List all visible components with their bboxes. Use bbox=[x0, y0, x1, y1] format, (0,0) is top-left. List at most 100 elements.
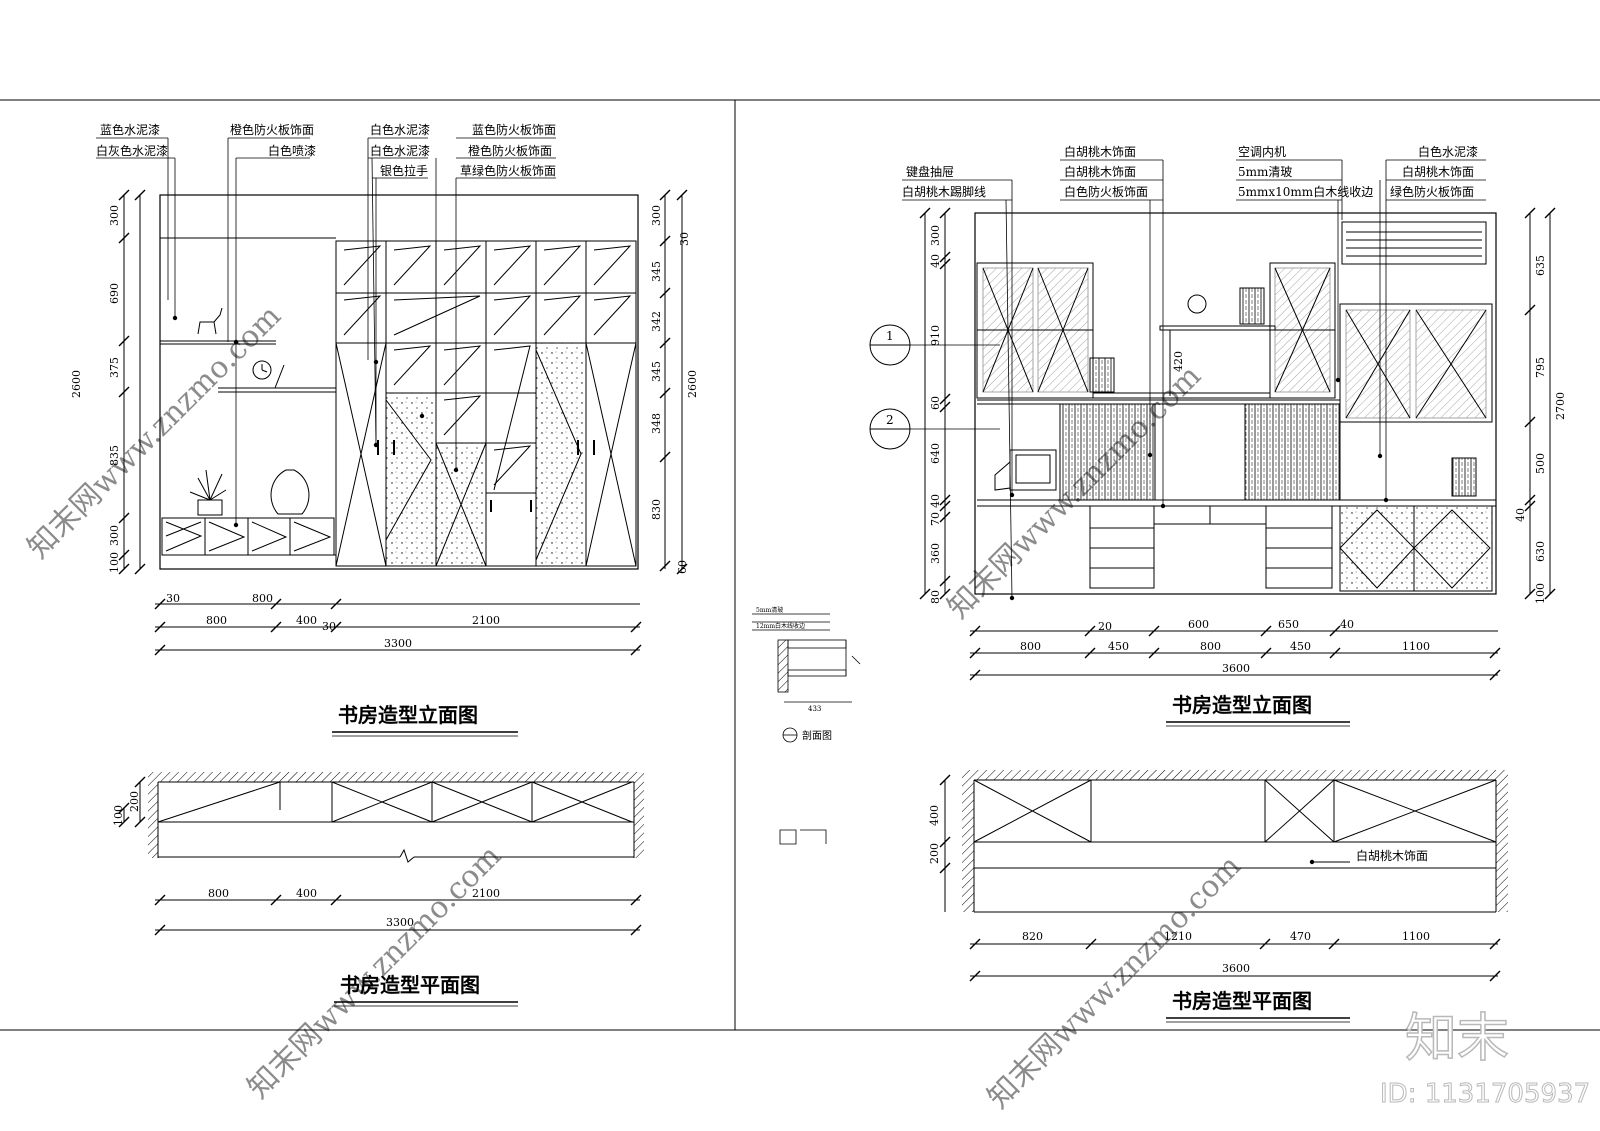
section-markers bbox=[869, 324, 911, 450]
dim-text: 795 bbox=[1534, 357, 1547, 378]
label-walnut-skirting: 白胡桃木踢脚线 bbox=[902, 184, 986, 199]
dim-text: 60 bbox=[676, 560, 689, 574]
label-white-wood-edging: 5mmx10mm白木线收边 bbox=[1238, 184, 1373, 199]
left-leaders bbox=[96, 137, 556, 525]
section-detail bbox=[752, 613, 861, 845]
watermark-id: ID: 1131705937 bbox=[1380, 1079, 1590, 1109]
right-elevation bbox=[924, 212, 1551, 676]
dim-text: 345 bbox=[650, 361, 663, 382]
left-plan-title: 书房造型平面图 bbox=[334, 973, 518, 1007]
dim-text: 420 bbox=[1172, 351, 1185, 372]
title-right-plan: 书房造型平面图 bbox=[1172, 989, 1312, 1013]
label-walnut-veneer-3: 白胡桃木饰面 bbox=[1402, 164, 1474, 179]
label-grass-green-fireboard: 草绿色防火板饰面 bbox=[460, 163, 556, 178]
dim-text: 40 bbox=[929, 494, 942, 508]
label-orange-fireboard-2: 橙色防火板饰面 bbox=[468, 143, 552, 158]
section-caption: 剖面图 bbox=[802, 729, 832, 742]
watermark-site: 知末网www.znzmo.com bbox=[981, 849, 1248, 1116]
dim-text: 3600 bbox=[1222, 662, 1250, 675]
dim-text: 200 bbox=[928, 843, 941, 864]
dim-text: 1100 bbox=[1402, 930, 1430, 943]
dim-text: 800 bbox=[208, 887, 229, 900]
title-left-elevation: 书房造型立面图 bbox=[338, 703, 478, 727]
left-elevation bbox=[123, 194, 683, 651]
dim-text: 630 bbox=[1534, 541, 1547, 562]
dim-text: 300 bbox=[108, 205, 121, 226]
title-right-elevation: 书房造型立面图 bbox=[1172, 693, 1312, 717]
label-white-cement-paint: 白色水泥漆 bbox=[370, 122, 430, 137]
right-vertical-dims: 300 40 910 60 640 40 70 360 80 420 635 7… bbox=[929, 225, 1567, 604]
right-plan-ticks bbox=[939, 774, 1501, 982]
dim-text: 300 bbox=[929, 225, 942, 246]
dim-text: 30 bbox=[678, 232, 691, 246]
section-texts: 5mm清玻 12mm白木线收边 433 剖面图 bbox=[756, 606, 832, 742]
right-top-labels: 键盘抽屉 白胡桃木踢脚线 白胡桃木饰面 白胡桃木饰面 白色防火板饰面 空调内机 … bbox=[902, 144, 1478, 199]
dim-text: 200 bbox=[128, 791, 141, 812]
dim-text: 400 bbox=[296, 887, 317, 900]
dim-text: 345 bbox=[650, 261, 663, 282]
plan-leader-dot bbox=[1309, 859, 1315, 865]
dim-text: 400 bbox=[928, 805, 941, 826]
label-keyboard-drawer: 键盘抽屉 bbox=[906, 164, 954, 179]
dim-text: 2100 bbox=[472, 887, 500, 900]
right-plan-title: 书房造型平面图 bbox=[1166, 989, 1350, 1023]
section-dim-433: 433 bbox=[808, 705, 821, 713]
right-plan-texts: 白胡桃木饰面 400 200 820 1210 470 1100 3600 bbox=[928, 805, 1430, 975]
marker-2-text: 2 bbox=[886, 413, 894, 427]
left-elevation-ticks bbox=[118, 189, 688, 656]
dim-text: 40 bbox=[1514, 508, 1527, 522]
dim-text: 500 bbox=[1534, 453, 1547, 474]
dim-text: 30 bbox=[166, 592, 180, 605]
label-green-fireboard: 绿色防火板饰面 bbox=[1390, 184, 1474, 199]
dim-text: 450 bbox=[1290, 640, 1311, 653]
dim-text: 800 bbox=[1020, 640, 1041, 653]
dim-text: 450 bbox=[1108, 640, 1129, 653]
dim-text: 2600 bbox=[686, 370, 699, 398]
dim-text: 800 bbox=[252, 592, 273, 605]
left-plan-dims: 200 100 800 400 2100 3300 bbox=[112, 791, 500, 929]
dim-text: 300 bbox=[108, 525, 121, 546]
dim-text: 3600 bbox=[1222, 962, 1250, 975]
dim-text: 360 bbox=[929, 543, 942, 564]
right-horizontal-dims: 20 600 650 40 800 450 800 450 1100 3600 bbox=[1020, 618, 1430, 675]
dim-text: 40 bbox=[929, 254, 942, 268]
dim-text: 100 bbox=[1534, 583, 1547, 604]
watermark-brand: 知末 bbox=[1405, 1009, 1509, 1069]
dim-text: 910 bbox=[929, 325, 942, 346]
dim-text: 650 bbox=[1278, 618, 1299, 631]
label-white-cement-paint-r: 白色水泥漆 bbox=[1418, 144, 1478, 159]
marker-1-text: 1 bbox=[886, 329, 894, 343]
watermark: 知末网www.znzmo.com 知末网www.znzmo.com 知末网www… bbox=[21, 299, 1591, 1116]
label-white-spray: 白色喷漆 bbox=[268, 143, 316, 158]
section-marker-labels: 1 2 bbox=[886, 329, 894, 427]
dim-text: 1210 bbox=[1164, 930, 1192, 943]
dim-text: 30 bbox=[322, 620, 336, 633]
left-plan bbox=[123, 772, 644, 931]
left-horizontal-dims: 30 800 800 400 30 2100 3300 bbox=[166, 592, 500, 650]
dim-text: 100 bbox=[112, 805, 125, 826]
watermark-site: 知末网www.znzmo.com bbox=[941, 359, 1208, 626]
right-plan bbox=[944, 770, 1508, 977]
right-elevation-ticks bbox=[919, 207, 1556, 681]
right-leader-dots bbox=[1009, 377, 1389, 601]
dim-text: 70 bbox=[929, 512, 942, 526]
dim-text: 80 bbox=[929, 590, 942, 604]
right-elevation-title: 书房造型立面图 bbox=[1166, 693, 1350, 727]
left-plan-ticks bbox=[118, 776, 642, 936]
label-blue-cement-paint: 蓝色水泥漆 bbox=[100, 123, 160, 137]
left-top-labels: 蓝色水泥漆 白灰色水泥漆 橙色防火板饰面 白色喷漆 白色水泥漆 白色水泥漆 银色… bbox=[96, 122, 556, 178]
dim-text: 375 bbox=[108, 357, 121, 378]
dim-text: 470 bbox=[1290, 930, 1311, 943]
dim-text: 40 bbox=[1340, 618, 1354, 631]
dim-text: 2700 bbox=[1554, 392, 1567, 420]
dim-text: 3300 bbox=[386, 916, 414, 929]
dim-text: 640 bbox=[929, 443, 942, 464]
dim-text: 2600 bbox=[70, 370, 83, 398]
dim-text: 3300 bbox=[384, 637, 412, 650]
label-white-cement-paint-2: 白色水泥漆 bbox=[370, 143, 430, 158]
dim-text: 830 bbox=[650, 499, 663, 520]
label-5mm-glass: 5mm清玻 bbox=[1238, 165, 1292, 179]
section-note-edging: 12mm白木线收边 bbox=[756, 622, 805, 630]
dim-text: 2100 bbox=[472, 614, 500, 627]
